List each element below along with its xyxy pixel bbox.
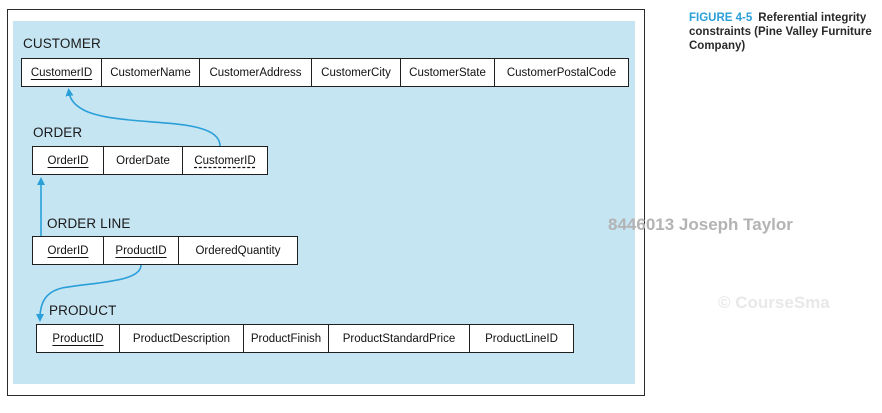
product-col-productdescription: ProductDescription [120, 325, 244, 352]
customer-col-customercity: CustomerCity [312, 59, 401, 86]
customer-table: CustomerID CustomerName CustomerAddress … [21, 58, 629, 87]
order-col-orderid: OrderID [33, 147, 104, 174]
order-line-col-orderid: OrderID [33, 237, 104, 264]
customer-col-customerid: CustomerID [22, 59, 102, 86]
order-line-table: OrderID ProductID OrderedQuantity [32, 236, 298, 265]
order-line-col-productid: ProductID [104, 237, 179, 264]
order-col-customerid-fk: CustomerID [194, 154, 256, 167]
order-line-col-orderedquantity: OrderedQuantity [195, 244, 281, 257]
customer-col-customername: CustomerName [102, 59, 200, 86]
customer-col-customerstate: CustomerState [401, 59, 495, 86]
figure-caption-text: Referential integrity constraints (Pine … [689, 12, 872, 52]
product-table: ProductID ProductDescription ProductFini… [36, 324, 574, 353]
product-col-productid: ProductID [37, 325, 120, 352]
customer-col-customeraddress: CustomerAddress [200, 59, 312, 86]
customer-table-name: CUSTOMER [23, 36, 101, 51]
figure-number: FIGURE 4-5 [689, 12, 753, 24]
order-line-table-name: ORDER LINE [47, 216, 131, 231]
order-table-name: ORDER [33, 125, 83, 140]
order-table: OrderID OrderDate CustomerID [32, 146, 268, 175]
product-col-productfinish: ProductFinish [244, 325, 329, 352]
order-col-orderdate: OrderDate [104, 147, 183, 174]
product-col-productlineid: ProductLineID [485, 332, 558, 345]
watermark-coursesmart: © CourseSma [718, 293, 830, 312]
product-table-name: PRODUCT [49, 303, 117, 318]
watermark-name: 8446013 Joseph Taylor [608, 215, 793, 234]
customer-col-customerpostalcode: CustomerPostalCode [506, 66, 617, 79]
product-col-productstandardprice: ProductStandardPrice [329, 325, 470, 352]
